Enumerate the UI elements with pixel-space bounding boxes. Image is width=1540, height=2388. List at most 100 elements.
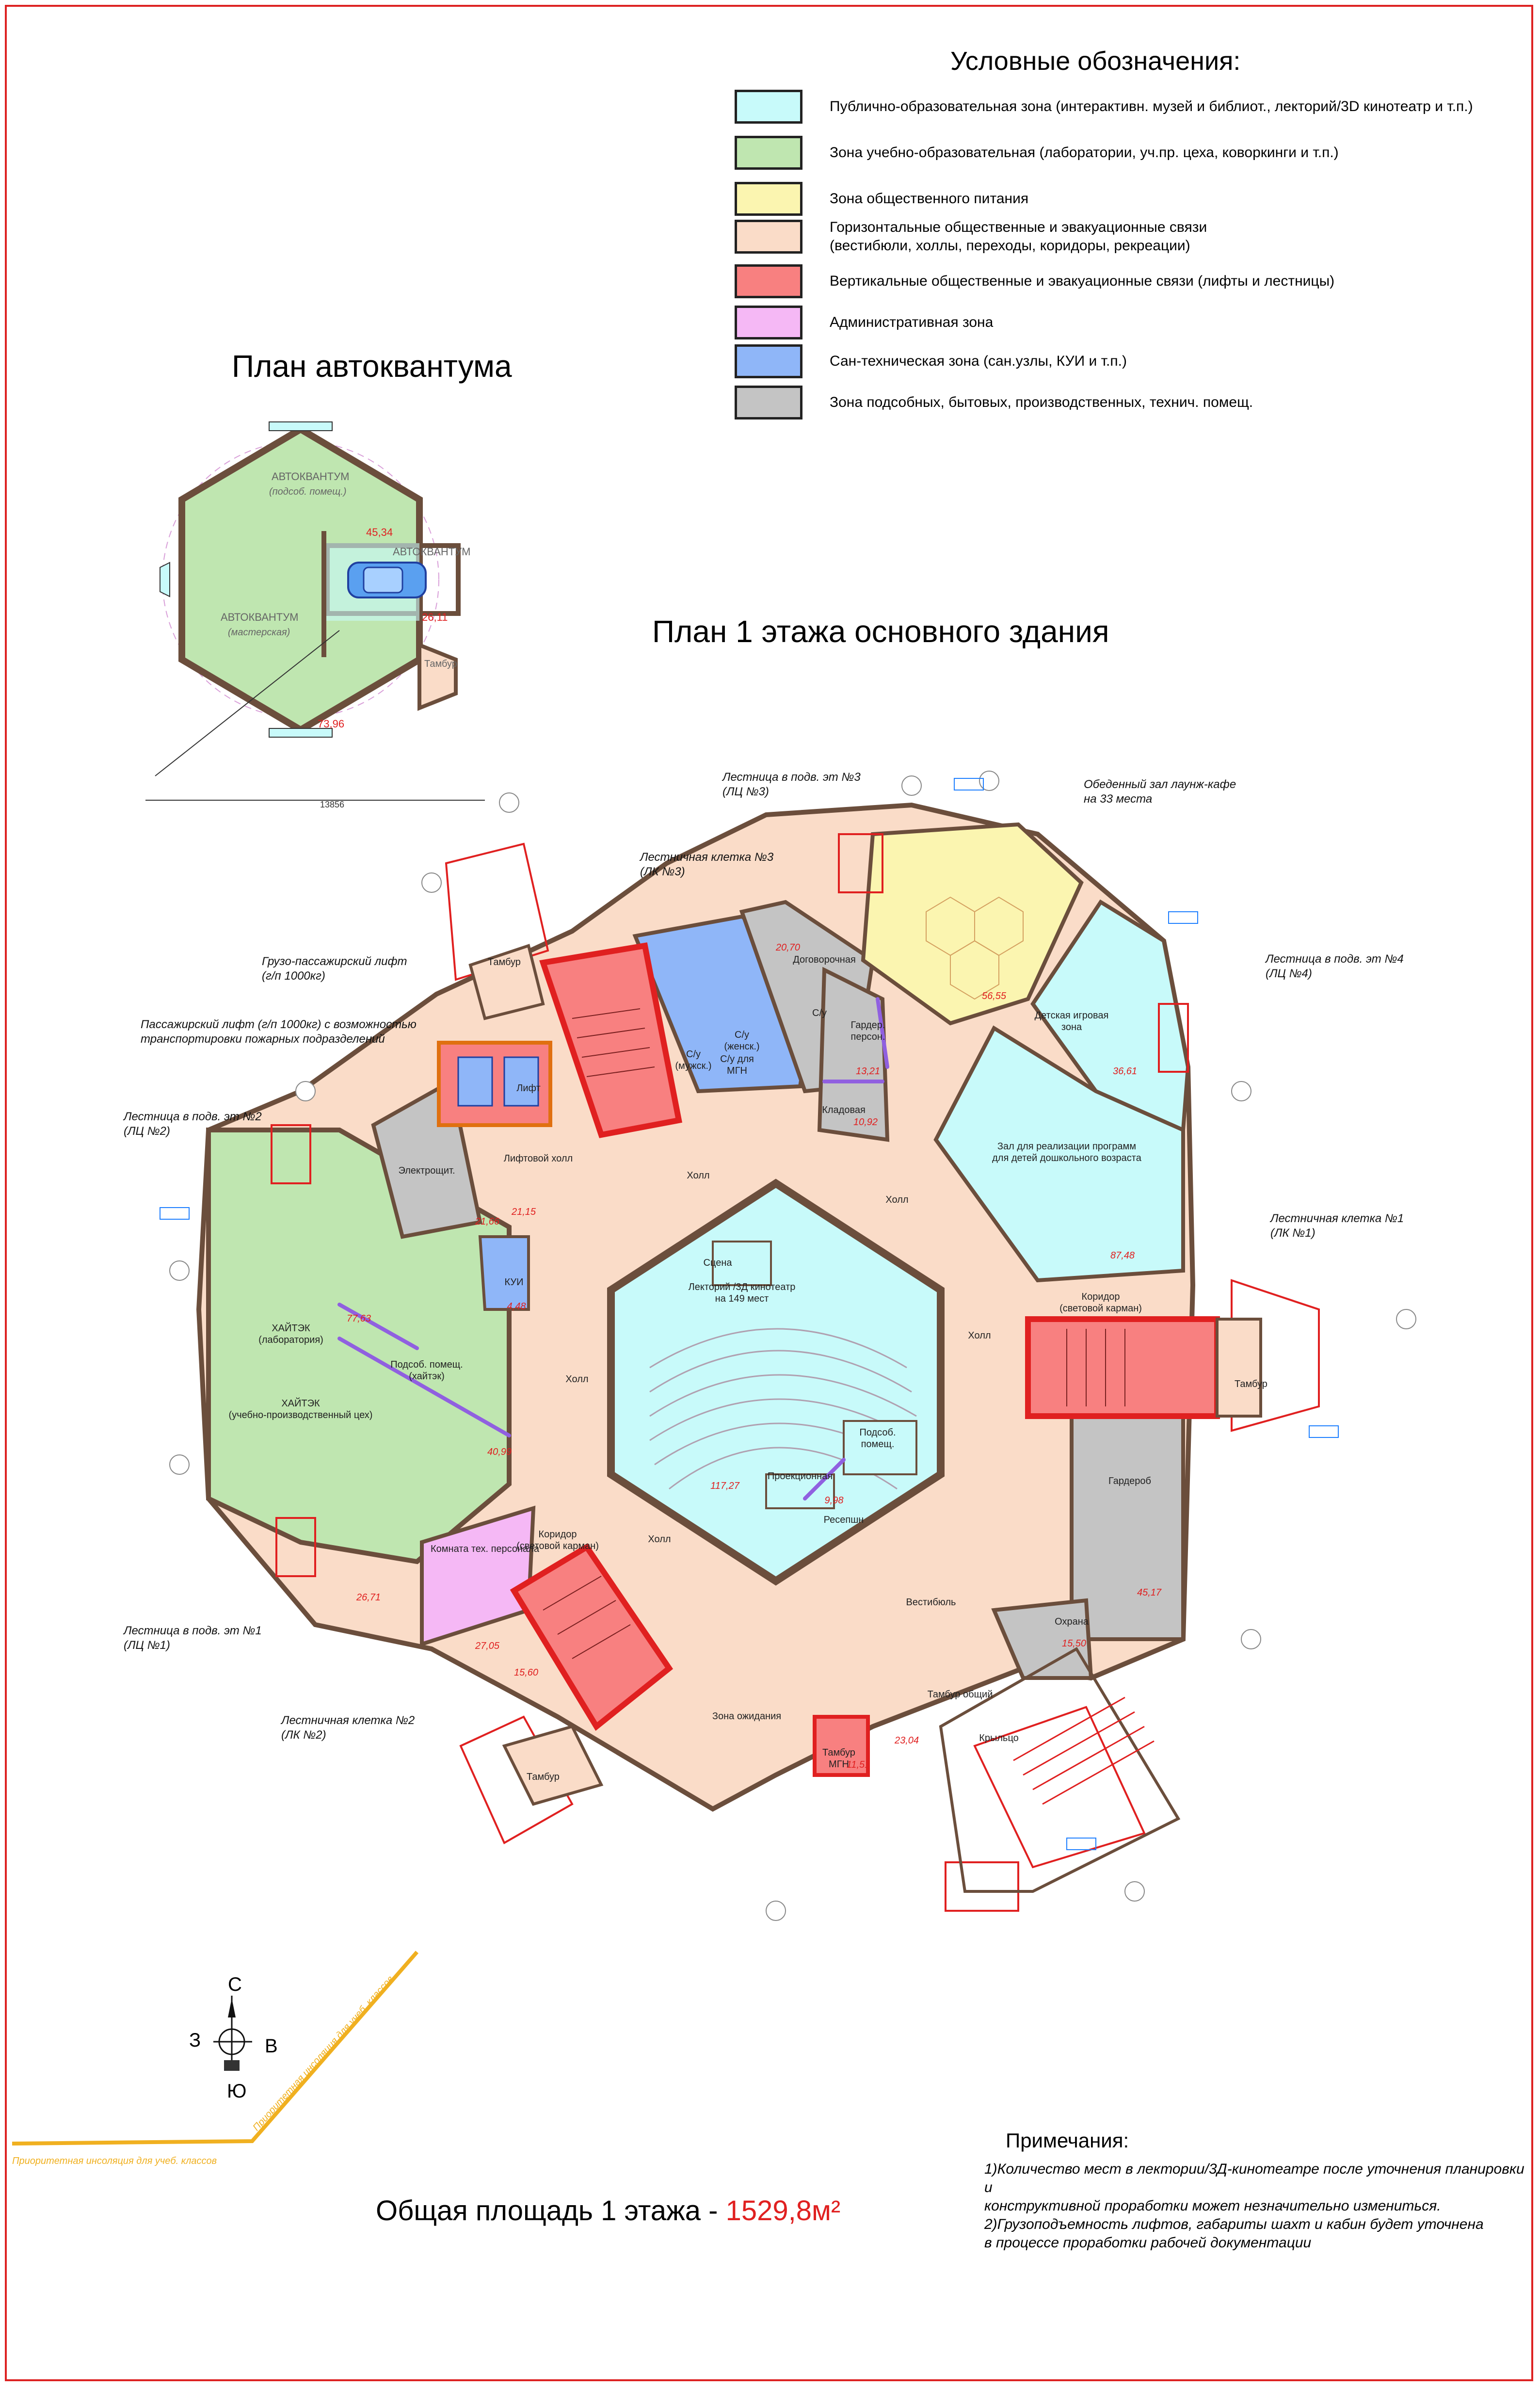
legend-swatch — [735, 136, 802, 170]
area-kitchen: 20,70 — [775, 942, 800, 953]
room-label-storage: Кладовая — [822, 1105, 866, 1115]
auto-area-2: 26,11 — [422, 611, 448, 623]
room-label-krylco: Крыльцо — [979, 1733, 1019, 1743]
callout-ls3: Лестница в подв. эт №3(ЛЦ №3) — [722, 771, 861, 798]
legend-item: Сан-техническая зона (сан.узлы, КУИ и т.… — [735, 344, 1540, 378]
sheet-frame — [5, 5, 1533, 2381]
room-label-corridor-e: Коридор(световой карман) — [1059, 1291, 1142, 1314]
room-label-hall-ne: Холл — [885, 1194, 908, 1205]
notes-title: Примечания: — [1006, 2129, 1129, 2152]
auto-area-3: 73,96 — [318, 718, 344, 730]
room-label-aux: Подсоб.помещ. — [859, 1427, 896, 1450]
callout-lk3: Лестничная клетка №3(ЛК №3) — [639, 851, 774, 878]
total-area: Общая площадь 1 этажа - 1529,8м² — [376, 2194, 840, 2227]
auto-plan: АВТОКВАНТУМ (подсоб. помещ.) АВТОКВАНТУМ… — [145, 421, 485, 809]
legend-swatch — [735, 264, 802, 298]
room-label-hitech-aux: Подсоб. помещ.(хайтэк) — [390, 1359, 463, 1382]
total-value: 1529,8м² — [725, 2195, 841, 2227]
callout-lift-cargo: Грузо-пассажирский лифт(г/п 1000кг) — [262, 955, 407, 983]
room-label-lift: Лифт — [516, 1083, 540, 1094]
room-label-security: Охрана — [1055, 1616, 1089, 1627]
room-label-tambur-obsh: Тамбур общий — [928, 1689, 993, 1700]
callout-ls4: Лестница в подв. эт №4(ЛЦ №4) — [1265, 952, 1404, 980]
room-label-wc: С/у — [812, 1008, 827, 1018]
auto-dim-w: 13856 — [320, 800, 344, 809]
callout-lk1: Лестничная клетка №1(ЛК №1) — [1269, 1212, 1404, 1240]
area-electro: 21,15 — [511, 1207, 536, 1217]
room-label-hall-n: Холл — [687, 1170, 709, 1181]
stair-lk1 — [1025, 1316, 1220, 1419]
area-projection: 9,98 — [825, 1495, 844, 1506]
notes: Примечания: 1)Количество мест в лектории… — [984, 2129, 1527, 2252]
auto-label-2s: (мастерская) — [228, 627, 290, 638]
room-label-staff-room: Комната тех. персонала — [431, 1544, 540, 1554]
insolation: Приоритетная инсоляция для учеб. классов… — [12, 1951, 419, 2166]
legend-item: Вертикальные общественные и эвакуационны… — [735, 264, 1540, 298]
area-preschool: 87,48 — [1110, 1250, 1135, 1261]
notes-text: 1)Количество мест в лектории/3Д-кинотеат… — [984, 2161, 1524, 2251]
room-label-stage: Сцена — [704, 1258, 733, 1268]
legend-title: Условные обозначения: — [950, 47, 1241, 76]
area-s26: 26,71 — [356, 1592, 381, 1603]
room-label-wc-m: С/у(мужск.) — [675, 1049, 711, 1071]
auto-tambur: Тамбур — [424, 659, 457, 669]
area-garderob: 13,21 — [856, 1066, 880, 1077]
insolation-a: Приоритетная инсоляция для учеб. классов — [12, 2156, 217, 2166]
room-label-vestibule: Вестибюль — [906, 1597, 956, 1608]
compass: С Ю З В — [189, 1974, 278, 2102]
room-label-hitech-shop: ХАЙТЭК(учебно-производственный цех) — [229, 1397, 373, 1420]
area-hitech-lab: 77,63 — [347, 1313, 371, 1324]
stair-lk2 — [510, 1543, 674, 1731]
auto-label-1: АВТОКВАНТУМ — [272, 470, 350, 483]
area-tambur-obsh: 23,04 — [894, 1735, 919, 1746]
legend-item: Зона учебно-образовательная (лаборатории… — [735, 136, 1540, 170]
stair-lk3 — [539, 942, 683, 1138]
room-label-kitchen: Договорочная — [793, 954, 856, 965]
room-label-reception: Ресепшн — [824, 1515, 864, 1525]
area-storage: 10,92 — [853, 1117, 878, 1128]
legend-item: Публично-образовательная зона (интеракти… — [735, 90, 1540, 124]
legend-swatch — [735, 220, 802, 254]
area-lifthall: 21,66 — [475, 1216, 500, 1227]
auto-label-3: АВТОКВАНТУМ — [393, 546, 471, 558]
compass-west: З — [189, 2030, 201, 2051]
legend-swatch — [735, 182, 802, 216]
room-label-tambur-nw: Тамбур — [488, 957, 521, 968]
area-security: 15,50 — [1062, 1638, 1086, 1649]
room-label-garderob-pers: Гардер.персон. — [850, 1020, 885, 1042]
area-kui: 4,48 — [507, 1301, 526, 1312]
callout-ls2: Лестница в подв. эт №2(ЛЦ №2) — [123, 1110, 262, 1138]
room-label-hitech-lab: ХАЙТЭК(лаборатория) — [258, 1322, 323, 1345]
legend-text: Горизонтальные общественные и эвакуацион… — [830, 219, 1207, 254]
area-hitech-shop: 40,99 — [487, 1447, 512, 1457]
room-label-projection: Проекционная — [768, 1471, 833, 1482]
auto-area-1: 45,34 — [366, 526, 393, 538]
total-label: Общая площадь 1 этажа - — [376, 2195, 726, 2227]
main-plan-title: План 1 этажа основного здания — [652, 614, 1109, 649]
legend-item: Административная зона — [735, 306, 1540, 339]
compass-east: В — [265, 2035, 278, 2057]
area-play: 36,61 — [1113, 1066, 1137, 1077]
legend-text: Зона подсобных, бытовых, производственны… — [830, 394, 1253, 410]
area-staff: 27,05 — [475, 1641, 500, 1651]
legend-swatch — [735, 306, 802, 339]
auto-label-1s: (подсоб. помещ.) — [269, 486, 347, 497]
room-label-lift-hall: Лифтовой холл — [504, 1153, 573, 1164]
room-label-waiting: Зона ожидания — [712, 1711, 781, 1722]
room-label-hall-sw: Холл — [648, 1534, 671, 1545]
legend-text: Зона общественного питания — [830, 191, 1029, 207]
area-wardrobe: 45,17 — [1137, 1587, 1162, 1598]
legend-swatch — [735, 344, 802, 378]
legend-text: Публично-образовательная зона (интеракти… — [830, 98, 1473, 114]
auto-label-2: АВТОКВАНТУМ — [221, 611, 299, 623]
legend-swatch — [735, 386, 802, 420]
area-lecture: 117,27 — [710, 1481, 740, 1491]
room-label-kui: КУИ — [505, 1277, 524, 1288]
room-label-wc-f: С/у(женск.) — [724, 1030, 759, 1052]
